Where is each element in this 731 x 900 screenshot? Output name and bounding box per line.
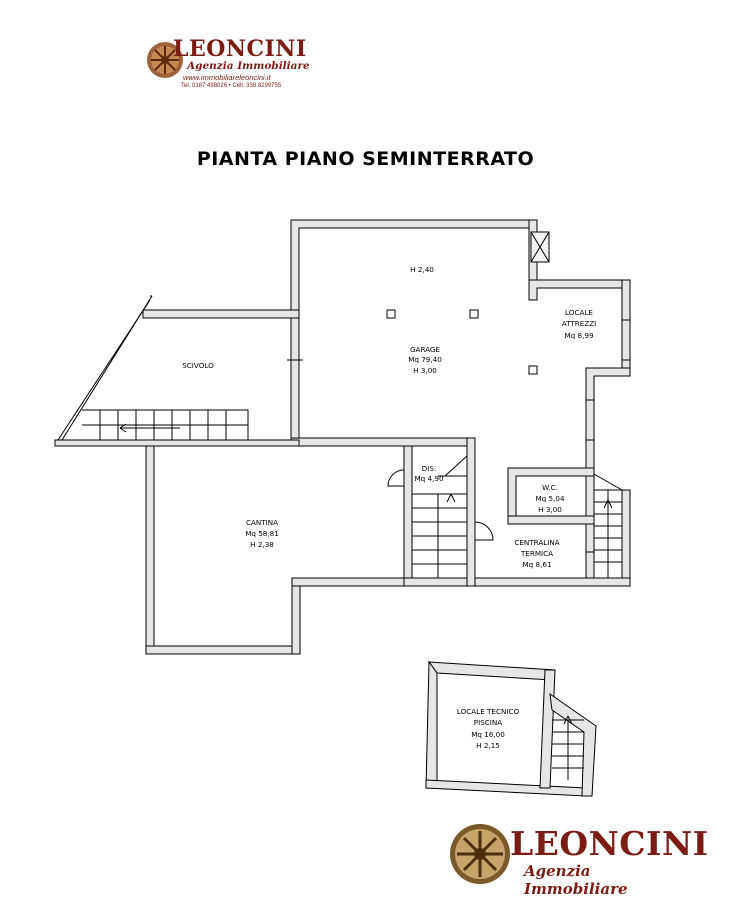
logo-medallion-icon (147, 42, 183, 78)
piscina-area: Mq 16,00 (471, 730, 505, 739)
logo-medallion-icon (450, 824, 510, 884)
garage-area: Mq 79,40 (408, 355, 442, 364)
garage-name: GARAGE (410, 345, 441, 354)
brand-name-bottom: LEONCINI (510, 824, 709, 863)
cantina-name: CANTINA (246, 518, 278, 527)
attrezzi-area: Mq 8,99 (564, 331, 593, 340)
centralina-name-1: CENTRALINA (514, 538, 559, 547)
dis-area: Mq 4,90 (414, 474, 443, 483)
cantina-area: Mq 58,81 (245, 529, 279, 538)
scivolo-name: SCIVOLO (182, 361, 214, 370)
brand-website: www.immobiliareleoncini.it (183, 73, 271, 82)
dis-name: DIS. (422, 464, 437, 473)
cantina-height: H 2,38 (250, 540, 274, 549)
garage-height: H 3,00 (413, 366, 437, 375)
logo-bottom: LEONCINI Agenzia Immobiliare (448, 818, 708, 898)
garage-height-top: H 2,40 (410, 265, 434, 274)
page-title: PIANTA PIANO SEMINTERRATO (196, 148, 535, 170)
piscina-name-1: LOCALE TECNICO (457, 707, 520, 716)
wc-height: H 3,00 (538, 505, 562, 514)
piscina-height: H 2,15 (476, 741, 500, 750)
attrezzi-name-1: LOCALE (565, 308, 593, 317)
brand-subtitle: Agenzia Immobiliare (187, 60, 310, 72)
brand-name: LEONCINI (173, 36, 307, 62)
brand-phones: Tel. 0187 498026 • Cell. 338 8299755 (181, 83, 282, 89)
piscina-name-2: PISCINA (474, 718, 503, 727)
brand-subtitle-bottom: Agenzia Immobiliare (524, 862, 628, 898)
wc-area: Mq 5,04 (535, 494, 564, 503)
centralina-name-2: TERMICA (520, 549, 553, 558)
centralina-area: Mq 8,61 (522, 560, 551, 569)
wc-name: W.C. (542, 483, 558, 492)
logo-top: LEONCINI Agenzia Immobiliare www.immobil… (145, 30, 315, 94)
attrezzi-name-2: ATTREZZI (562, 319, 597, 328)
